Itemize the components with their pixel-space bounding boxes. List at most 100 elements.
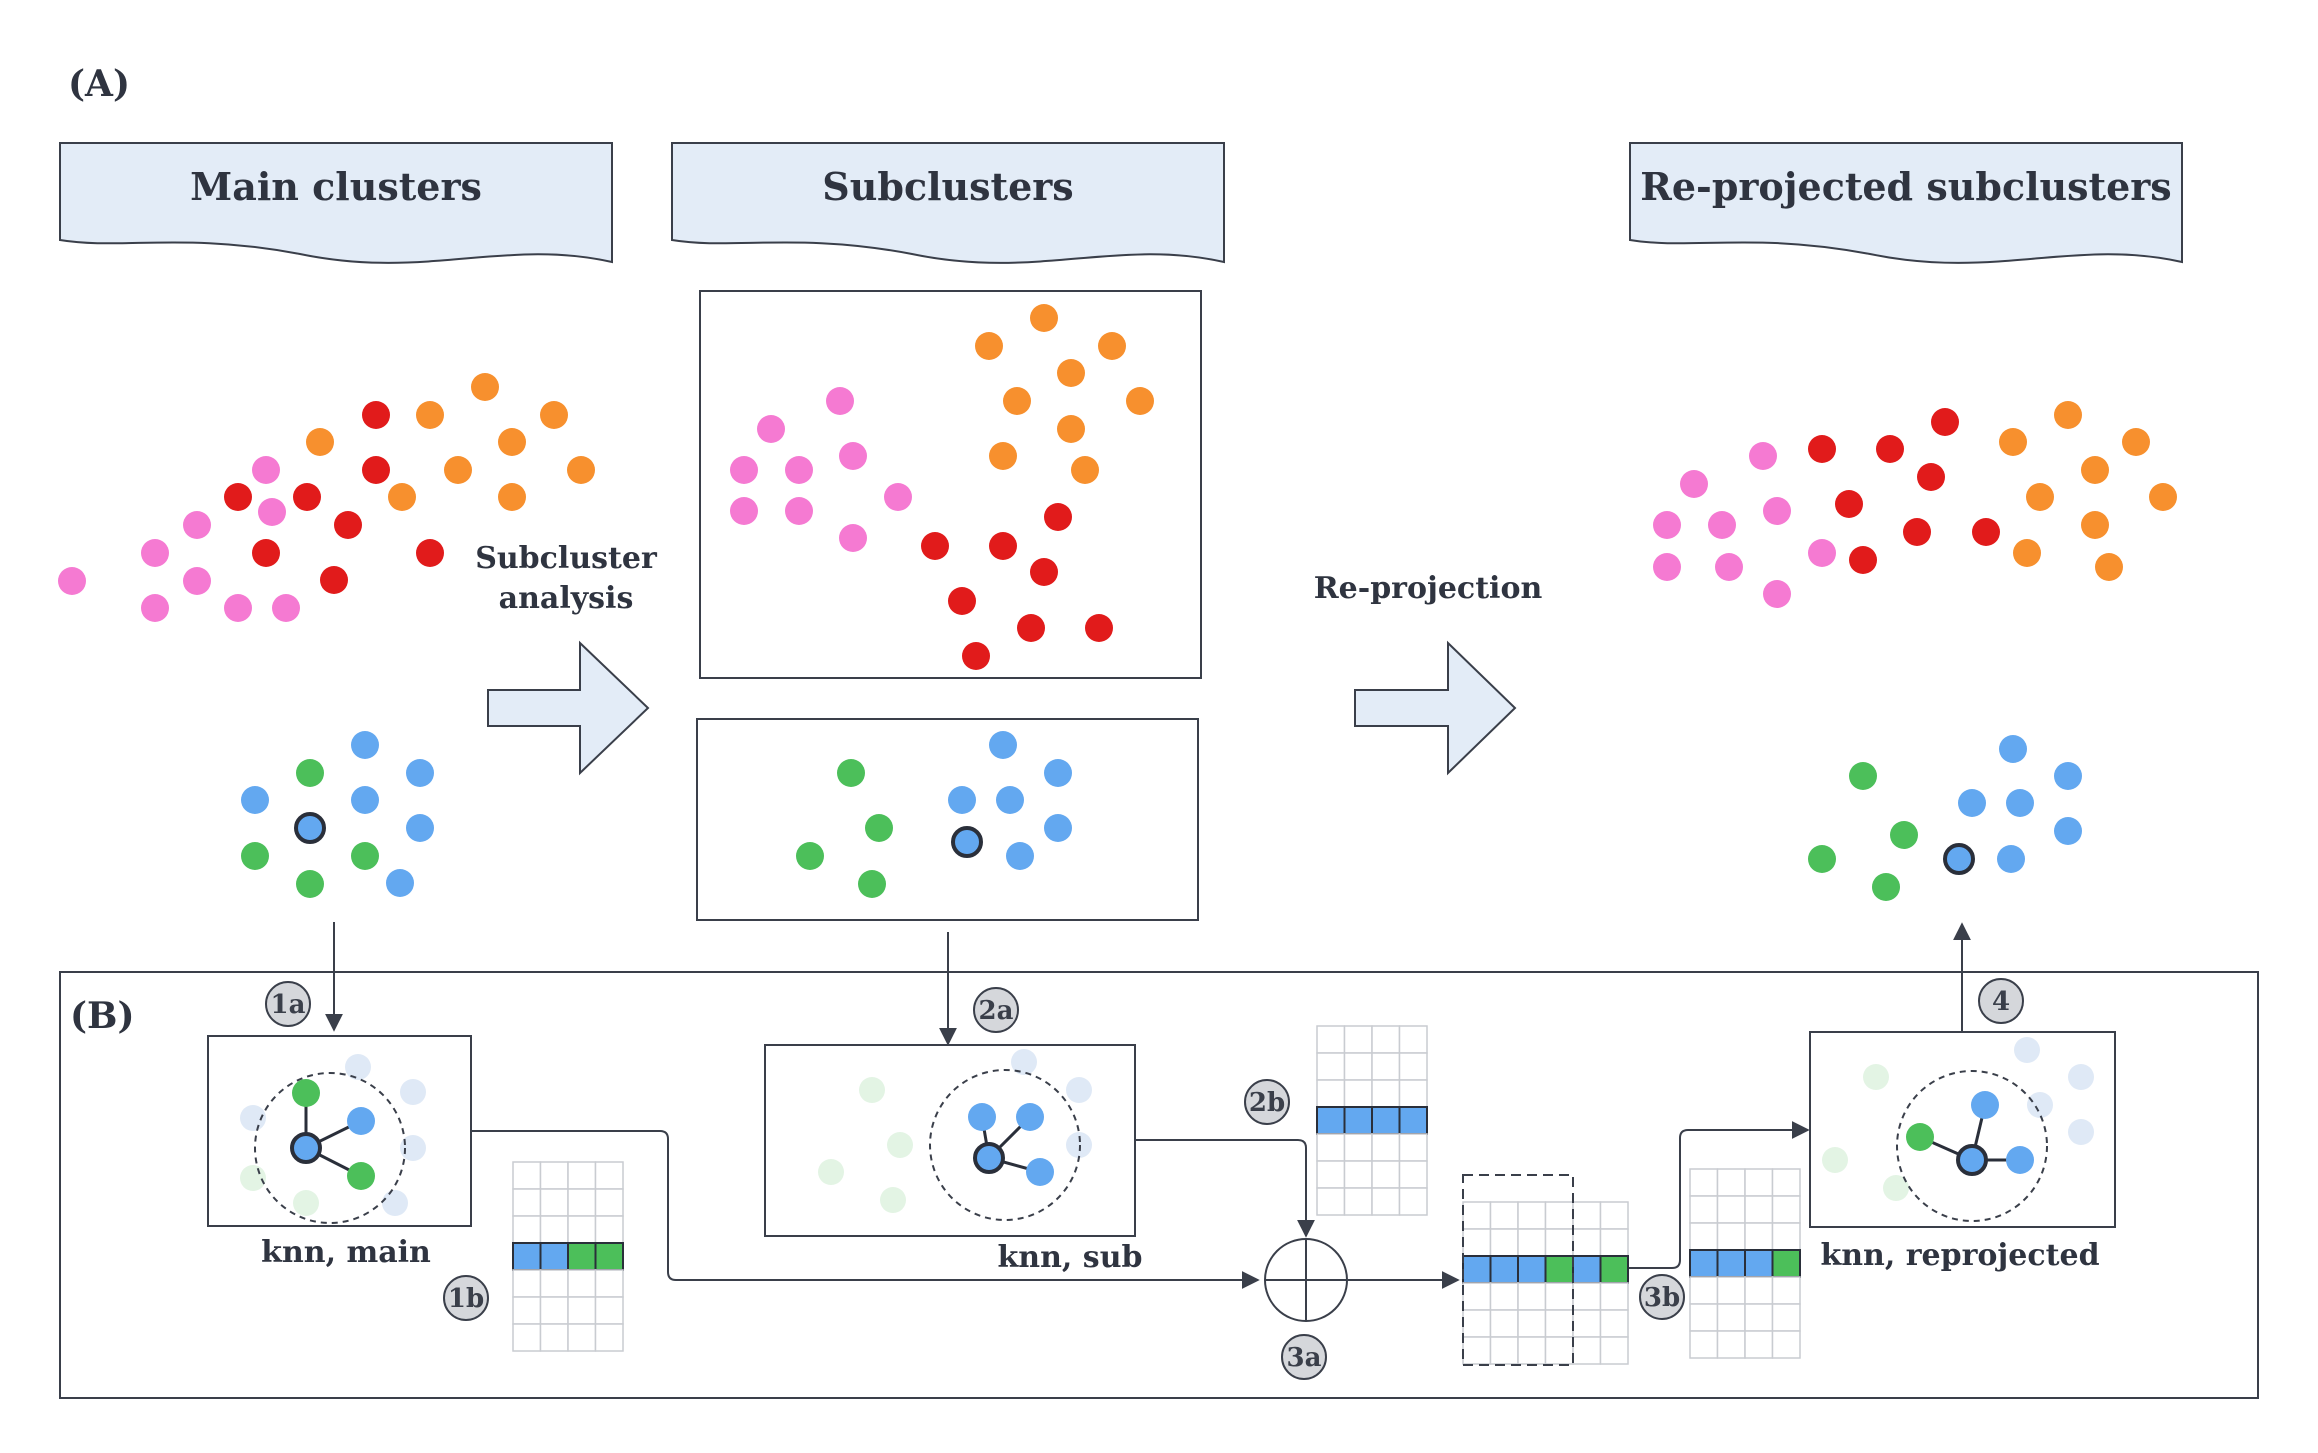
point-blue: [351, 786, 379, 814]
grid-cell: [1572, 1228, 1602, 1257]
grid-cell: [1572, 1336, 1602, 1365]
reprojected-upper: [1653, 401, 2177, 608]
grid-cell-blue: [1572, 1255, 1602, 1284]
grid-cell: [1716, 1168, 1746, 1197]
grid-cell-blue: [1398, 1106, 1428, 1135]
grid-cell: [567, 1161, 597, 1190]
grid-cell: [1572, 1282, 1602, 1311]
grid-cell: [1689, 1222, 1719, 1251]
svg-text:3b: 3b: [1644, 1283, 1680, 1313]
grid-cell: [567, 1188, 597, 1217]
grid-cell: [1716, 1222, 1746, 1251]
grid-cell: [1572, 1201, 1602, 1230]
vector-grid-2b: [1316, 1025, 1428, 1216]
point-orange: [388, 483, 416, 511]
grid-cell: [1371, 1133, 1401, 1162]
reprojection-label: Re-projection: [1314, 571, 1543, 606]
point-green: [351, 842, 379, 870]
grid-cell: [539, 1269, 569, 1298]
grid-cell: [1316, 1025, 1346, 1054]
grid-cell: [1316, 1079, 1346, 1108]
grid-cell: [1489, 1336, 1519, 1365]
grid-cell-blue: [1716, 1249, 1746, 1278]
grid-cell: [1398, 1052, 1428, 1081]
grid-cell-green: [594, 1242, 624, 1271]
grid-cell: [1771, 1168, 1801, 1197]
point-blue: [386, 869, 414, 897]
point-blue: [241, 786, 269, 814]
point-orange: [416, 401, 444, 429]
grid-cell: [1689, 1303, 1719, 1332]
grid-cell-blue: [1462, 1255, 1492, 1284]
grid-cell: [1689, 1195, 1719, 1224]
grid-cell: [1462, 1282, 1492, 1311]
grid-cell: [1716, 1195, 1746, 1224]
subcluster-label-1: Subcluster: [475, 541, 658, 576]
point-pink: [183, 567, 211, 595]
point-blue: [351, 731, 379, 759]
query-point-sub: [951, 826, 983, 858]
grid-cell-blue: [539, 1242, 569, 1271]
grid-cell-blue: [1517, 1255, 1547, 1284]
grid-cell: [539, 1323, 569, 1352]
grid-cell: [567, 1269, 597, 1298]
grid-cell: [539, 1188, 569, 1217]
grid-cell: [594, 1215, 624, 1244]
point-orange: [498, 483, 526, 511]
grid-cell: [1316, 1133, 1346, 1162]
grid-cell: [1489, 1201, 1519, 1230]
point-red: [362, 401, 390, 429]
header-main-clusters: Main clusters: [59, 142, 613, 264]
svg-text:1b: 1b: [448, 1284, 484, 1314]
grid-cell: [512, 1161, 542, 1190]
point-orange: [498, 428, 526, 456]
grid-cell: [1771, 1276, 1801, 1305]
reprojected-lower: [1808, 735, 2082, 901]
header-subclusters: Subclusters: [671, 142, 1225, 264]
grid-cell: [1771, 1195, 1801, 1224]
grid-cell: [1316, 1160, 1346, 1189]
grid-cell: [1744, 1303, 1774, 1332]
grid-cell: [594, 1296, 624, 1325]
grid-cell: [1343, 1025, 1373, 1054]
point-green: [296, 870, 324, 898]
knn-reprojected-box: [1809, 1031, 2116, 1228]
point-pink: [58, 567, 86, 595]
grid-cell: [1689, 1168, 1719, 1197]
grid-cell: [1371, 1160, 1401, 1189]
point-pink: [252, 456, 280, 484]
grid-cell: [1771, 1303, 1801, 1332]
grid-cell: [539, 1161, 569, 1190]
grid-cell: [1398, 1187, 1428, 1216]
step-badge-1b: 1b: [443, 1275, 489, 1321]
panel-a-label: (A): [68, 63, 130, 105]
grid-cell: [512, 1215, 542, 1244]
main-clusters-upper: [58, 373, 595, 622]
grid-cell: [1544, 1282, 1574, 1311]
point-blue: [406, 814, 434, 842]
grid-cell: [1462, 1336, 1492, 1365]
point-red: [416, 539, 444, 567]
caption-knn-main: knn, main: [261, 1235, 431, 1270]
subclusters-lower-box: [696, 718, 1199, 921]
grid-cell: [1771, 1222, 1801, 1251]
grid-cell: [1343, 1160, 1373, 1189]
grid-cell: [1371, 1052, 1401, 1081]
grid-cell: [1517, 1201, 1547, 1230]
point-orange: [444, 456, 472, 484]
grid-cell: [512, 1296, 542, 1325]
grid-cell-blue: [512, 1242, 542, 1271]
grid-cell: [1489, 1282, 1519, 1311]
connector-vector-to-reproj: [1627, 1121, 1810, 1269]
grid-cell: [1398, 1079, 1428, 1108]
grid-cell-blue: [1689, 1249, 1719, 1278]
grid-cell: [1599, 1309, 1629, 1338]
grid-cell-green: [1771, 1249, 1801, 1278]
svg-text:2a: 2a: [979, 996, 1014, 1026]
header-reprojected: Re-projected subclusters: [1629, 142, 2183, 264]
panel-b-frame: [59, 971, 2259, 1399]
grid-cell: [594, 1323, 624, 1352]
grid-cell: [1544, 1309, 1574, 1338]
vector-grid-3a: [1462, 1201, 1629, 1365]
